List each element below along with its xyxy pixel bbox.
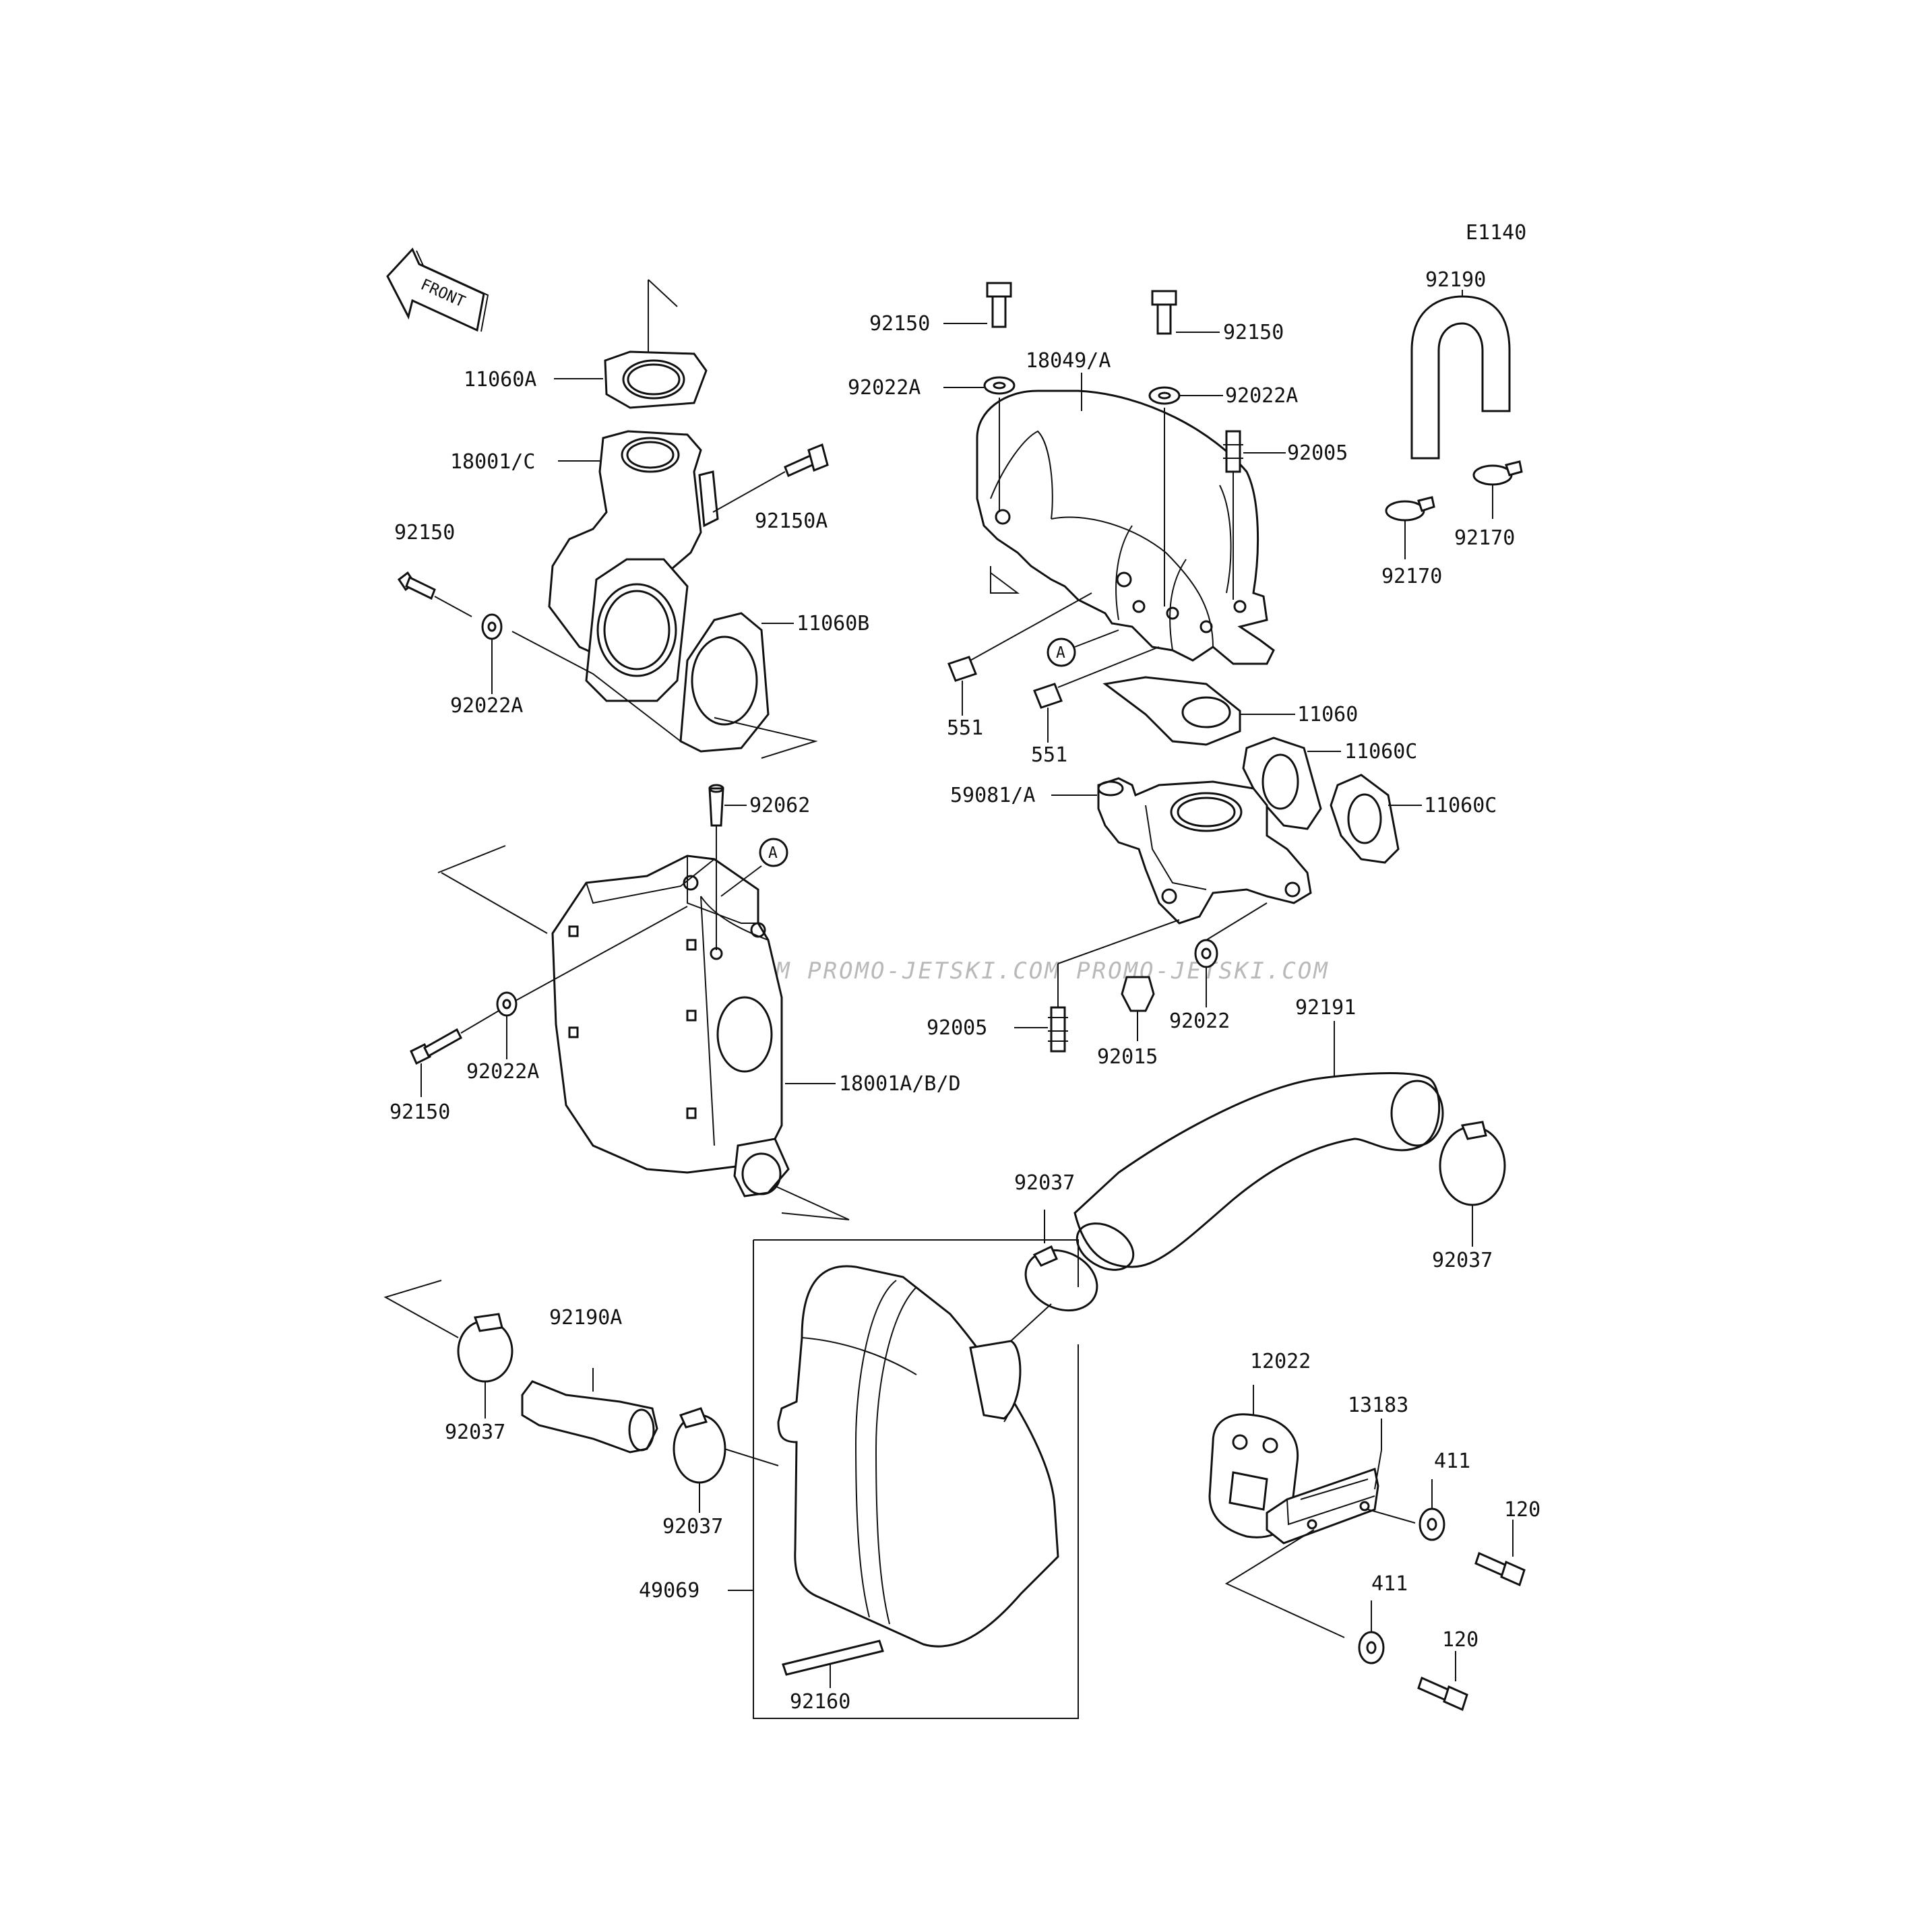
washer-92022A-top-1-icon (943, 376, 1016, 512)
fitting-92005-top-icon (1223, 430, 1286, 600)
label-120-1: 120 (1504, 1498, 1540, 1522)
label-92160: 92160 (790, 1690, 850, 1714)
gasket-11060-part (1102, 676, 1295, 746)
label-92191: 92191 (1295, 996, 1356, 1020)
label-92170-2: 92170 (1381, 565, 1442, 588)
bolt-92150-top-2-icon (1151, 290, 1220, 335)
label-92005-top: 92005 (1287, 441, 1348, 465)
ref-marker-a-top-text: A (1056, 644, 1065, 662)
washer-92022A-top-2-icon (1148, 386, 1223, 606)
label-92037-right: 92037 (1432, 1249, 1493, 1272)
front-arrow-icon: FRONT (386, 247, 489, 332)
fitting-92062-icon (708, 784, 747, 960)
label-92150-left-2: 92150 (389, 1100, 450, 1124)
label-92190A: 92190A (549, 1306, 622, 1330)
ref-marker-a-left-text: A (768, 844, 778, 862)
exhaust-chamber-part (437, 845, 850, 1220)
label-411-1: 411 (1434, 1450, 1470, 1473)
label-11060C-2: 11060C (1424, 794, 1497, 817)
washer-411-1-icon (1419, 1479, 1445, 1541)
label-551-2: 551 (1031, 743, 1067, 767)
screw-120-1-icon (1474, 1520, 1526, 1587)
label-92022A-left-1: 92022A (450, 694, 523, 718)
bolt-92150-top-1-icon (943, 282, 1012, 328)
muffler-box-frame (728, 1239, 1079, 1719)
label-92150-top-1: 92150 (869, 312, 930, 336)
exhaust-manifold-part (976, 389, 1275, 665)
label-11060: 11060 (1297, 703, 1358, 726)
label-18049A: 18049/A (1026, 349, 1111, 373)
dowel-pin-551-1-icon (947, 592, 1092, 682)
label-11060B: 11060B (797, 612, 869, 635)
label-92170-1: 92170 (1454, 526, 1515, 550)
washer-92022A-left-lower-icon (496, 906, 688, 1017)
fitting-92005-mid-icon (1014, 964, 1068, 1053)
label-551-1: 551 (947, 716, 983, 740)
hose-clamp-92037-right-icon (1439, 1121, 1506, 1247)
gasket-11060C-2-part (1330, 774, 1422, 864)
label-12022: 12022 (1250, 1350, 1311, 1373)
label-92062: 92062 (749, 794, 810, 817)
muffler-49069-part (777, 1265, 1059, 1648)
label-92037-left-2: 92037 (662, 1515, 723, 1538)
hose-92190A-part (521, 1368, 658, 1454)
bolt-92150A-icon (712, 443, 829, 513)
hose-clamp-92037-left-1-icon (383, 1280, 513, 1419)
label-92037-left-1: 92037 (445, 1421, 505, 1444)
label-49069: 49069 (639, 1579, 699, 1602)
label-92150-left-1: 92150 (394, 521, 455, 544)
bracket-13183-part (1224, 1450, 1416, 1638)
label-92190: 92190 (1425, 268, 1486, 292)
label-92022A-left-2: 92022A (466, 1060, 539, 1084)
ref-marker-a-left: A (759, 838, 788, 867)
label-92015: 92015 (1097, 1045, 1158, 1069)
label-411-2: 411 (1371, 1572, 1408, 1596)
bolt-92150-left-lower-icon (410, 1010, 499, 1097)
exhaust-hose-92191-part (1073, 1051, 1444, 1271)
label-92022: 92022 (1169, 1009, 1230, 1033)
plug-92015-icon (1121, 976, 1155, 1041)
screw-120-2-icon (1417, 1651, 1468, 1712)
label-18001C: 18001/C (450, 450, 535, 474)
label-92005-mid: 92005 (927, 1016, 987, 1040)
washer-92022A-left-upper-icon (481, 613, 503, 640)
hose-clamp-92037-middle-icon (1024, 1210, 1098, 1312)
label-13183: 13183 (1348, 1394, 1408, 1417)
ref-marker-a-top: A (1047, 629, 1119, 667)
hose-clamp-92170-1-icon (1472, 460, 1523, 519)
label-92037-middle: 92037 (1014, 1171, 1075, 1195)
pad-92160-part (782, 1640, 884, 1688)
label-11060A: 11060A (464, 368, 536, 392)
label-120-2: 120 (1442, 1628, 1478, 1652)
label-11060C-1: 11060C (1344, 740, 1417, 764)
label-92022A-top-1: 92022A (848, 376, 921, 400)
hose-clamp-92037-left-2-icon (673, 1407, 779, 1513)
label-18001ABD: 18001A/B/D (839, 1072, 961, 1096)
washer-411-2-icon (1358, 1600, 1385, 1664)
label-92150A: 92150A (755, 509, 828, 533)
washer-92022-icon (1194, 939, 1218, 1007)
hose-92190-part (1410, 290, 1511, 460)
bolt-92150-left-upper-icon (397, 571, 472, 617)
label-59081A: 59081/A (950, 784, 1035, 807)
label-92022A-top-2: 92022A (1225, 384, 1298, 408)
upper-exhaust-pipe-part (511, 279, 818, 759)
label-92150-top-2: 92150 (1223, 321, 1284, 344)
manifold-59081A-part (1051, 777, 1312, 964)
hose-clamp-92170-2-icon (1385, 496, 1435, 559)
dowel-pin-551-2-icon (1033, 646, 1160, 709)
gasket-11060C-1-part (1242, 737, 1341, 830)
diagram-code: E1140 (1466, 221, 1526, 245)
